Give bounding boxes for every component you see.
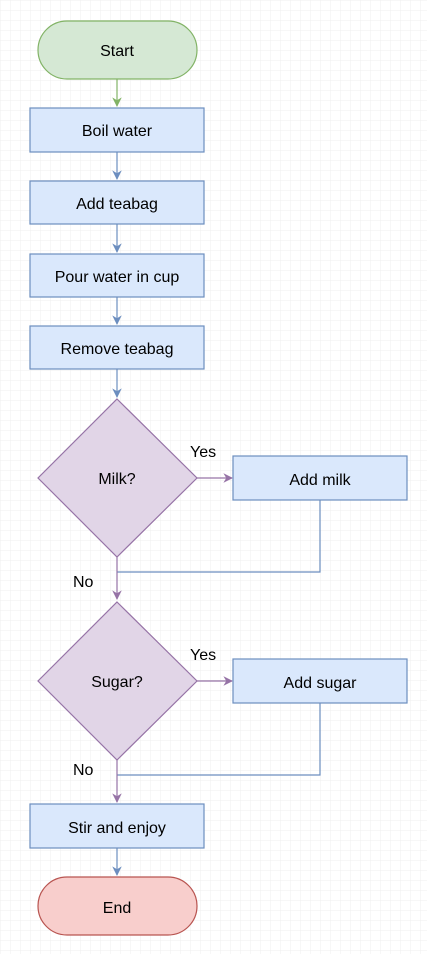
end-node[interactable]: End <box>37 876 198 936</box>
boil-water-shape <box>29 107 205 153</box>
connectors <box>112 79 321 876</box>
pour-water-label: Pour water in cup <box>55 269 180 286</box>
add-sugar-label: Add sugar <box>284 675 358 692</box>
sugar-yes-label: Yes <box>190 647 216 664</box>
add-milk-label: Add milk <box>289 472 351 489</box>
add-teabag-shape <box>29 180 205 225</box>
add-sugar-shape <box>232 658 408 704</box>
pour-water-shape <box>29 253 205 298</box>
start-label: Start <box>100 43 134 60</box>
edge-addsugar-merge <box>117 703 321 776</box>
milk-yes-label: Yes <box>190 444 216 461</box>
pour-water-node[interactable]: Pour water in cup <box>29 253 205 298</box>
start-node[interactable]: Start <box>37 20 198 80</box>
add-teabag-label: Add teabag <box>76 196 158 213</box>
boil-water-node[interactable]: Boil water <box>29 107 205 153</box>
add-sugar-node[interactable]: Add sugar <box>232 658 408 704</box>
add-teabag-node[interactable]: Add teabag <box>29 180 205 225</box>
sugar-decision-label: Sugar? <box>91 674 143 691</box>
end-label: End <box>103 900 131 917</box>
remove-teabag-shape <box>29 325 205 370</box>
stir-enjoy-node[interactable]: Stir and enjoy <box>29 803 205 849</box>
add-milk-shape <box>232 455 408 501</box>
milk-decision-label: Milk? <box>98 471 135 488</box>
sugar-decision-node[interactable]: Sugar? <box>37 601 198 761</box>
boil-water-label: Boil water <box>82 123 153 140</box>
stir-enjoy-shape <box>29 803 205 849</box>
start-shape <box>37 20 198 80</box>
remove-teabag-label: Remove teabag <box>61 341 174 358</box>
sugar-decision-shape <box>37 601 198 761</box>
edge-addmilk-merge <box>117 500 321 573</box>
remove-teabag-node[interactable]: Remove teabag <box>29 325 205 370</box>
stir-enjoy-label: Stir and enjoy <box>68 820 166 837</box>
milk-decision-shape <box>37 398 198 558</box>
milk-decision-node[interactable]: Milk? <box>37 398 198 558</box>
end-shape <box>37 876 198 936</box>
milk-no-label: No <box>73 574 94 591</box>
add-milk-node[interactable]: Add milk <box>232 455 408 501</box>
sugar-no-label: No <box>73 762 94 779</box>
